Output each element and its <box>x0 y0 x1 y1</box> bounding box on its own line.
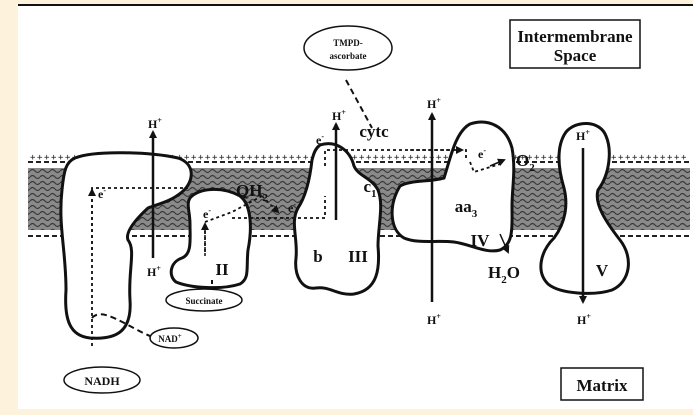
membrane-plus-sign: + <box>422 153 428 163</box>
membrane-plus-sign: + <box>219 153 225 163</box>
membrane-plus-sign: + <box>618 153 624 163</box>
membrane-plus-sign: + <box>625 153 631 163</box>
membrane-plus-sign: + <box>653 153 659 163</box>
membrane-plus-sign: + <box>58 153 64 163</box>
membrane-plus-sign: + <box>639 153 645 163</box>
membrane-plus-sign: + <box>268 153 274 163</box>
tmpd-oval <box>304 26 392 70</box>
membrane-plus-sign: + <box>408 153 414 163</box>
membrane-plus-sign: + <box>275 153 281 163</box>
membrane-plus-sign: + <box>226 153 232 163</box>
membrane-plus-sign: + <box>660 153 666 163</box>
membrane-plus-sign: + <box>632 153 638 163</box>
membrane-plus-sign: + <box>611 153 617 163</box>
membrane-plus-sign: + <box>296 153 302 163</box>
matrix-label: Matrix <box>577 376 628 395</box>
membrane-plus-sign: + <box>436 153 442 163</box>
membrane-plus-sign: + <box>205 153 211 163</box>
membrane-plus-sign: + <box>548 153 554 163</box>
complex-iv-label: IV <box>471 231 491 250</box>
membrane-plus-sign: + <box>541 153 547 163</box>
succinate-label: Succinate <box>186 296 223 306</box>
membrane-plus-sign: + <box>366 153 372 163</box>
intermembrane-label-1: Intermembrane <box>517 27 633 46</box>
complex-v-label: V <box>596 261 609 280</box>
membrane-plus-sign: + <box>387 153 393 163</box>
membrane-plus-sign: + <box>212 153 218 163</box>
cytochrome-b-label: b <box>313 247 322 266</box>
membrane-plus-sign: + <box>198 153 204 163</box>
membrane-plus-sign: + <box>51 153 57 163</box>
membrane-plus-sign: + <box>240 153 246 163</box>
membrane-plus-sign: + <box>415 153 421 163</box>
membrane-plus-sign: + <box>674 153 680 163</box>
intermembrane-label-2: Space <box>554 46 597 65</box>
cytc-label: cytc <box>359 122 389 141</box>
membrane-plus-sign: + <box>667 153 673 163</box>
membrane-plus-sign: + <box>30 153 36 163</box>
membrane-plus-sign: + <box>373 153 379 163</box>
membrane-plus-sign: + <box>681 153 687 163</box>
membrane-plus-sign: + <box>44 153 50 163</box>
membrane-plus-sign: + <box>401 153 407 163</box>
membrane-plus-sign: + <box>261 153 267 163</box>
membrane-plus-sign: + <box>380 153 386 163</box>
tmpd-label-1: TMPD- <box>333 38 363 48</box>
membrane-plus-sign: + <box>359 153 365 163</box>
nadh-label: NADH <box>84 374 120 388</box>
membrane-plus-sign: + <box>254 153 260 163</box>
membrane-plus-sign: + <box>646 153 652 163</box>
complex-ii-label: II <box>215 260 229 279</box>
membrane-plus-sign: + <box>394 153 400 163</box>
membrane-plus-sign: + <box>247 153 253 163</box>
complex-iii-label: III <box>348 247 368 266</box>
membrane-plus-sign: + <box>233 153 239 163</box>
membrane-plus-sign: + <box>289 153 295 163</box>
tmpd-label-2: ascorbate <box>330 51 367 61</box>
membrane-plus-sign: + <box>303 153 309 163</box>
membrane-plus-sign: + <box>191 153 197 163</box>
membrane-plus-sign: + <box>534 153 540 163</box>
membrane-plus-sign: + <box>282 153 288 163</box>
membrane-plus-sign: + <box>37 153 43 163</box>
